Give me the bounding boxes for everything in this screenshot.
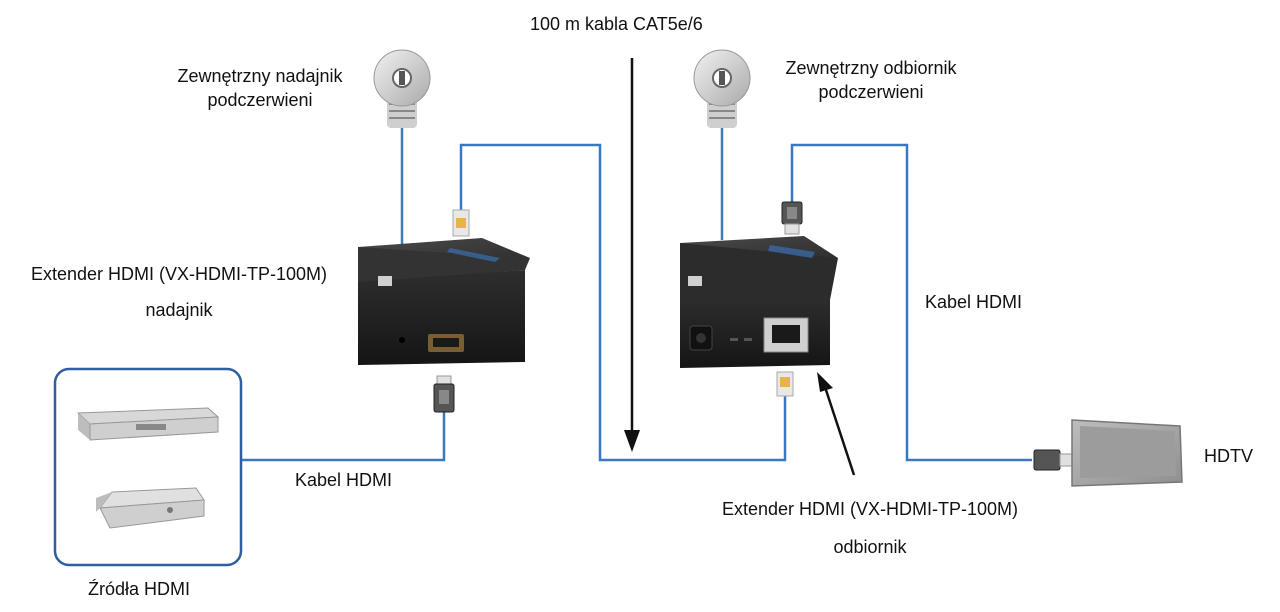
hdmi-cable-left-label: Kabel HDMI [295, 470, 393, 490]
cable-cat-label: 100 m kabla CAT5e/6 [530, 14, 703, 34]
hdmi-extender-receiver [680, 236, 838, 368]
ir-transmitter-icon [373, 49, 431, 128]
rx-pointer-arrow [817, 372, 856, 476]
hdmi-plug-icon-rx [781, 201, 803, 235]
receiver-device-label-line1: Extender HDMI (VX-HDMI-TP-100M) [721, 499, 1019, 519]
ir-transmitter-label: Zewnętrzny nadajnik podczerwieni [160, 64, 360, 112]
brand-logo-icon-rx [688, 276, 702, 286]
ir-receiver-label-line2: podczerwieni [818, 82, 924, 102]
hdmi-cable-tv [790, 143, 1032, 462]
hdmi-sources-label: Źródła HDMI [88, 579, 191, 599]
hdmi-sources-box [53, 367, 243, 567]
ir-receiver-label: Zewnętrzny odbiornik podczerwieni [756, 56, 986, 104]
media-player-icon [96, 487, 205, 529]
ir-receiver-icon [693, 49, 751, 128]
receiver-device-label: Extender HDMI (VX-HDMI-TP-100M) odbiorni… [680, 490, 1060, 566]
hdmi-plug-icon-tv [1033, 449, 1073, 471]
cat-length-arrow [624, 58, 640, 452]
hdmi-cable-right-label: Kabel HDMI [925, 292, 1023, 312]
receiver-device-label-line2: odbiornik [833, 537, 907, 557]
hdmi-extender-transmitter [358, 238, 530, 365]
transmitter-device-label: Extender HDMI (VX-HDMI-TP-100M) nadajnik [4, 256, 354, 328]
hdmi-plug-icon [433, 375, 455, 413]
rj45-plug-icon [452, 209, 470, 237]
rj45-plug-icon-rx [776, 371, 794, 397]
hdtv-icon [1071, 419, 1183, 487]
ir-receiver-label-line1: Zewnętrzny odbiornik [785, 58, 957, 78]
cat-cable-tx-top [459, 143, 787, 462]
set-top-box-icon [76, 407, 220, 441]
ir-transmitter-label-line2: podczerwieni [207, 90, 313, 110]
hdmi-cable-source [242, 412, 446, 462]
transmitter-device-label-line2: nadajnik [145, 300, 213, 320]
brand-logo-icon [378, 276, 392, 286]
transmitter-device-label-line1: Extender HDMI (VX-HDMI-TP-100M) [30, 264, 328, 284]
connectors [433, 201, 1073, 471]
hdtv-label: HDTV [1204, 446, 1253, 466]
ir-transmitter-label-line1: Zewnętrzny nadajnik [177, 66, 343, 86]
